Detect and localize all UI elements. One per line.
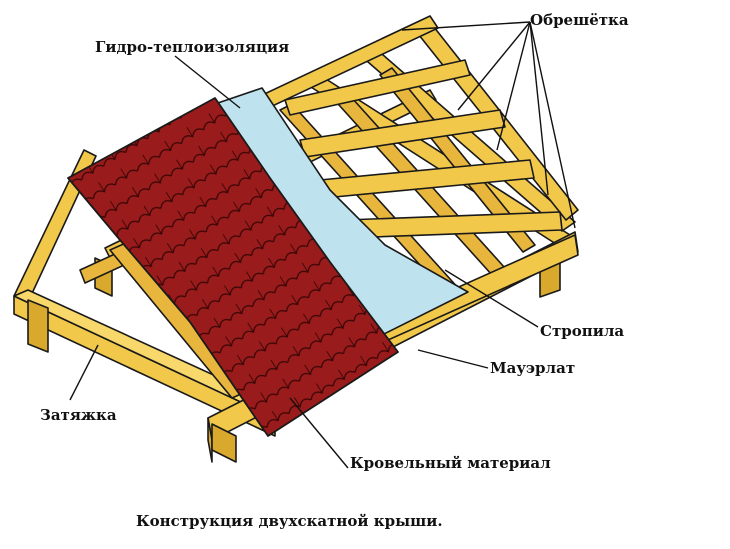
leader-obreshetka-1 xyxy=(401,21,531,31)
batten-1 xyxy=(284,59,471,116)
front-mauerlat-side xyxy=(207,417,213,463)
left-post-front xyxy=(27,299,49,353)
roofing-material xyxy=(67,97,399,437)
label-gidro-teploizolyaciya: Гидро-теплоизоляция xyxy=(95,38,289,56)
label-obreshetka: Обрешётка xyxy=(530,11,629,29)
timber-frame xyxy=(13,15,579,463)
label-stropila: Стропила xyxy=(540,322,624,340)
leader-obreshetka-3 xyxy=(496,21,531,151)
label-zatyazhka: Затяжка xyxy=(40,406,117,424)
label-krovelny-material: Кровельный материал xyxy=(350,454,551,472)
leader-obreshetka-2 xyxy=(457,21,531,111)
front-post xyxy=(211,423,237,463)
caption: Конструкция двухскатной крыши. xyxy=(136,512,443,530)
leader-mauerlat xyxy=(417,349,489,369)
leader-lines xyxy=(69,21,576,469)
leader-obreshetka-5 xyxy=(529,21,576,229)
leader-zatyazhka xyxy=(69,344,99,401)
leader-stropila xyxy=(444,269,539,328)
leader-krovelny xyxy=(289,397,349,469)
brace-3 xyxy=(379,67,536,253)
leader-obreshetka-4 xyxy=(529,21,549,196)
label-mauerlat: Мауэрлат xyxy=(490,359,575,377)
leader-gidro xyxy=(174,55,241,109)
